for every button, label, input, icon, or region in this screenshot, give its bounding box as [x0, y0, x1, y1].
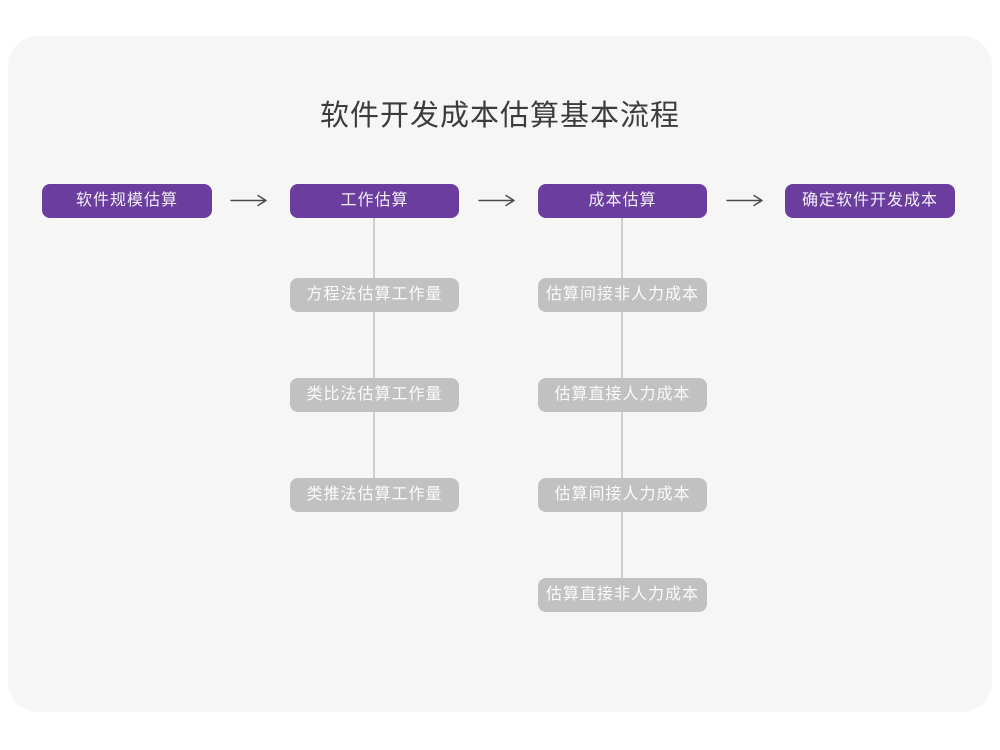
- flow-step-determine-dev-cost: 确定软件开发成本: [785, 184, 955, 218]
- sub-node-extrapolation-method: 类推法估算工作量: [290, 478, 459, 512]
- right-arrow-icon: [726, 194, 763, 207]
- diagram-canvas: [8, 36, 992, 712]
- sub-node-indirect-nonlabor-cost: 估算间接非人力成本: [538, 278, 707, 312]
- flow-step-software-scale-estimation: 软件规模估算: [42, 184, 212, 218]
- sub-node-indirect-labor-cost: 估算间接人力成本: [538, 478, 707, 512]
- flow-step-work-estimation: 工作估算: [290, 184, 459, 218]
- page-title: 软件开发成本估算基本流程: [319, 100, 680, 132]
- connector-line-work-estimation: [373, 217, 375, 495]
- sub-node-analogy-method: 类比法估算工作量: [290, 378, 459, 412]
- sub-node-direct-labor-cost: 估算直接人力成本: [538, 378, 707, 412]
- sub-node-direct-nonlabor-cost: 估算直接非人力成本: [538, 578, 707, 612]
- right-arrow-icon: [230, 194, 267, 207]
- right-arrow-icon: [478, 194, 515, 207]
- sub-node-equation-method: 方程法估算工作量: [290, 278, 459, 312]
- flow-step-cost-estimation: 成本估算: [538, 184, 707, 218]
